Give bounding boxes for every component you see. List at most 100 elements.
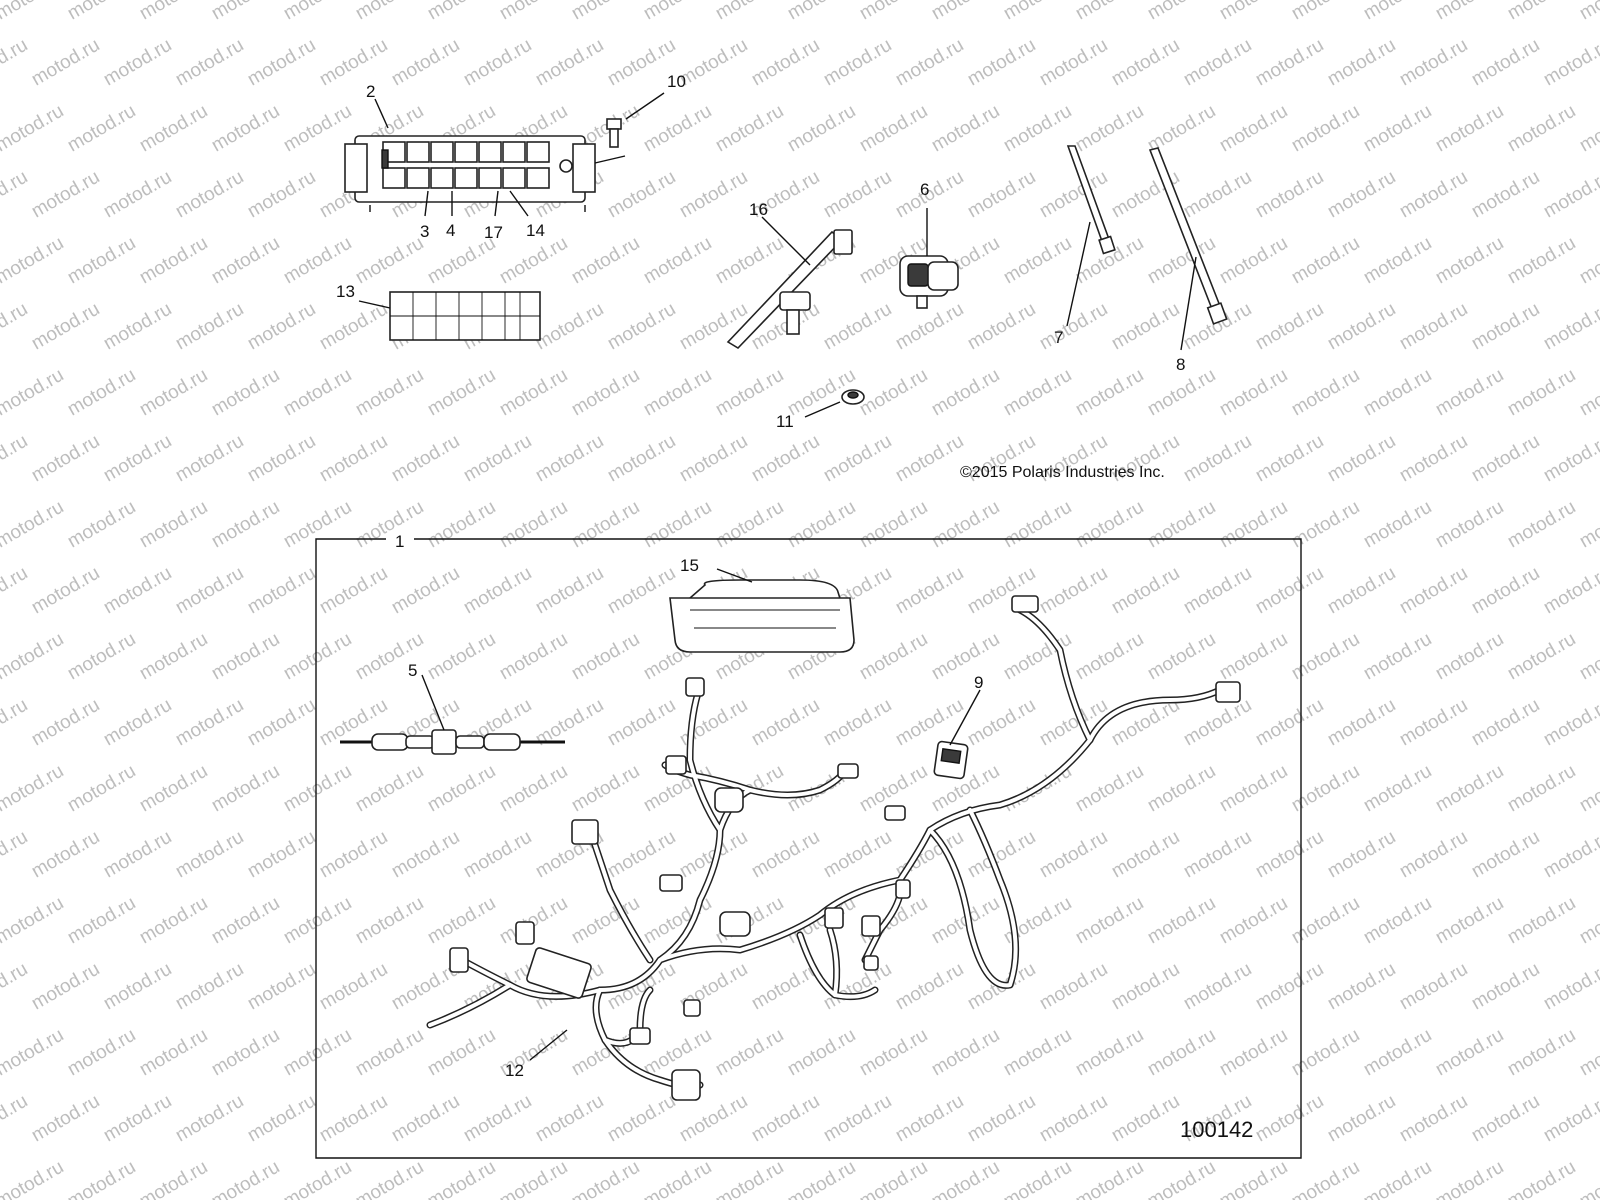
watermark-text: motod.ru	[1144, 1025, 1219, 1081]
watermark-text: motod.ru	[496, 365, 571, 421]
watermark-text: motod.ru	[352, 893, 427, 949]
watermark-text: motod.ru	[244, 431, 319, 487]
watermark-text: motod.ru	[928, 1025, 1003, 1081]
watermark-text: motod.ru	[64, 1025, 139, 1081]
watermark-text: motod.ru	[352, 761, 427, 817]
watermark-text: motod.ru	[0, 1091, 31, 1147]
watermark-text: motod.ru	[1180, 827, 1255, 883]
leader-lines-bottom	[421, 568, 981, 1061]
watermark-text: motod.ru	[1396, 1091, 1471, 1147]
grommet-part-11[interactable]	[841, 389, 865, 405]
watermark-text: motod.ru	[1468, 299, 1543, 355]
watermark-text: motod.ru	[1036, 35, 1111, 91]
watermark-text: motod.ru	[1252, 167, 1327, 223]
watermark-text: motod.ru	[928, 365, 1003, 421]
push-mount-tie-part-16[interactable]	[726, 229, 853, 350]
watermark-text: motod.ru	[28, 299, 103, 355]
watermark-text: motod.ru	[1324, 1091, 1399, 1147]
watermark-text: motod.ru	[172, 167, 247, 223]
bolt-part-10[interactable]	[606, 118, 622, 148]
watermark-text: motod.ru	[1288, 761, 1363, 817]
watermark-text: motod.ru	[1396, 431, 1471, 487]
watermark-text: motod.ru	[568, 761, 643, 817]
watermark-text: motod.ru	[1360, 0, 1435, 24]
watermark-text: motod.ru	[1000, 0, 1075, 24]
watermark-text: motod.ru	[1288, 1025, 1363, 1081]
connector-clip-part-6[interactable]	[899, 255, 959, 309]
watermark-text: motod.ru	[1072, 1025, 1147, 1081]
watermark-text: motod.ru	[100, 299, 175, 355]
callout-15: 15	[680, 556, 699, 575]
watermark-text: motod.ru	[28, 959, 103, 1015]
watermark-text: motod.ru	[892, 299, 967, 355]
watermark-text: motod.ru	[316, 35, 391, 91]
watermark-text: motod.ru	[172, 299, 247, 355]
watermark-text: motod.ru	[0, 0, 67, 24]
watermark-text: motod.ru	[1216, 893, 1291, 949]
watermark-text: motod.ru	[1396, 299, 1471, 355]
watermark-text: motod.ru	[820, 959, 895, 1015]
main-wire-harness[interactable]	[426, 595, 1241, 1101]
watermark-text: motod.ru	[208, 1157, 283, 1200]
watermark-text: motod.ru	[712, 1025, 787, 1081]
watermark-text: motod.ru	[280, 101, 355, 157]
watermark-text: motod.ru	[0, 299, 31, 355]
watermark-text: motod.ru	[712, 233, 787, 289]
copyright-text: ©2015 Polaris Industries Inc.	[960, 464, 1165, 481]
watermark-text: motod.ru	[1540, 959, 1600, 1015]
fuse-label-part-13[interactable]	[389, 291, 541, 341]
watermark-text: motod.ru	[1216, 1025, 1291, 1081]
watermark-text: motod.ru	[136, 233, 211, 289]
watermark-text: motod.ru	[1432, 365, 1507, 421]
watermark-text: motod.ru	[1468, 695, 1543, 751]
watermark-text: motod.ru	[1468, 827, 1543, 883]
watermark-text: motod.ru	[1540, 299, 1600, 355]
watermark-text: motod.ru	[1540, 563, 1600, 619]
watermark-text: motod.ru	[1468, 167, 1543, 223]
watermark-text: motod.ru	[928, 1157, 1003, 1200]
watermark-text: motod.ru	[1576, 101, 1600, 157]
watermark-text: motod.ru	[1216, 629, 1291, 685]
watermark-text: motod.ru	[1468, 959, 1543, 1015]
document-number: 100142	[1180, 1117, 1253, 1142]
watermark-text: motod.ru	[964, 1091, 1039, 1147]
watermark-text: motod.ru	[604, 167, 679, 223]
watermark-text: motod.ru	[208, 1025, 283, 1081]
watermark-text: motod.ru	[532, 299, 607, 355]
watermark-text: motod.ru	[136, 893, 211, 949]
watermark-text: motod.ru	[784, 101, 859, 157]
cable-tie-part-7[interactable]	[1066, 145, 1116, 255]
connector-part-9[interactable]	[933, 740, 969, 780]
watermark-text: motod.ru	[316, 563, 391, 619]
watermark-text: motod.ru	[856, 629, 931, 685]
cable-tie-part-8[interactable]	[1148, 147, 1228, 325]
watermark-text: motod.ru	[316, 827, 391, 883]
watermark-text: motod.ru	[1180, 431, 1255, 487]
watermark-text: motod.ru	[136, 0, 211, 24]
watermark-text: motod.ru	[1288, 365, 1363, 421]
watermark-text: motod.ru	[928, 101, 1003, 157]
watermark-text: motod.ru	[1180, 563, 1255, 619]
watermark-text: motod.ru	[1036, 1091, 1111, 1147]
watermark-text: motod.ru	[1504, 893, 1579, 949]
watermark-text: motod.ru	[100, 695, 175, 751]
watermark-text: motod.ru	[1432, 1025, 1507, 1081]
watermark-text: motod.ru	[100, 563, 175, 619]
callout-10: 10	[667, 72, 686, 91]
watermark-text: motod.ru	[1180, 959, 1255, 1015]
fuse-box-part-2[interactable]	[344, 135, 596, 212]
watermark-text: motod.ru	[820, 1091, 895, 1147]
watermark-text: motod.ru	[388, 1091, 463, 1147]
watermark-text: motod.ru	[568, 0, 643, 24]
inline-fuse-holder-part-5[interactable]	[340, 729, 565, 755]
cover-part-15[interactable]	[669, 579, 855, 653]
watermark-text: motod.ru	[1072, 1157, 1147, 1200]
watermark-text: motod.ru	[1216, 497, 1291, 553]
watermark-text: motod.ru	[388, 431, 463, 487]
watermark-text: motod.ru	[1288, 1157, 1363, 1200]
watermark-text: motod.ru	[1288, 629, 1363, 685]
watermark-text: motod.ru	[712, 0, 787, 24]
watermark-text: motod.ru	[0, 365, 67, 421]
watermark-text: motod.ru	[1540, 695, 1600, 751]
